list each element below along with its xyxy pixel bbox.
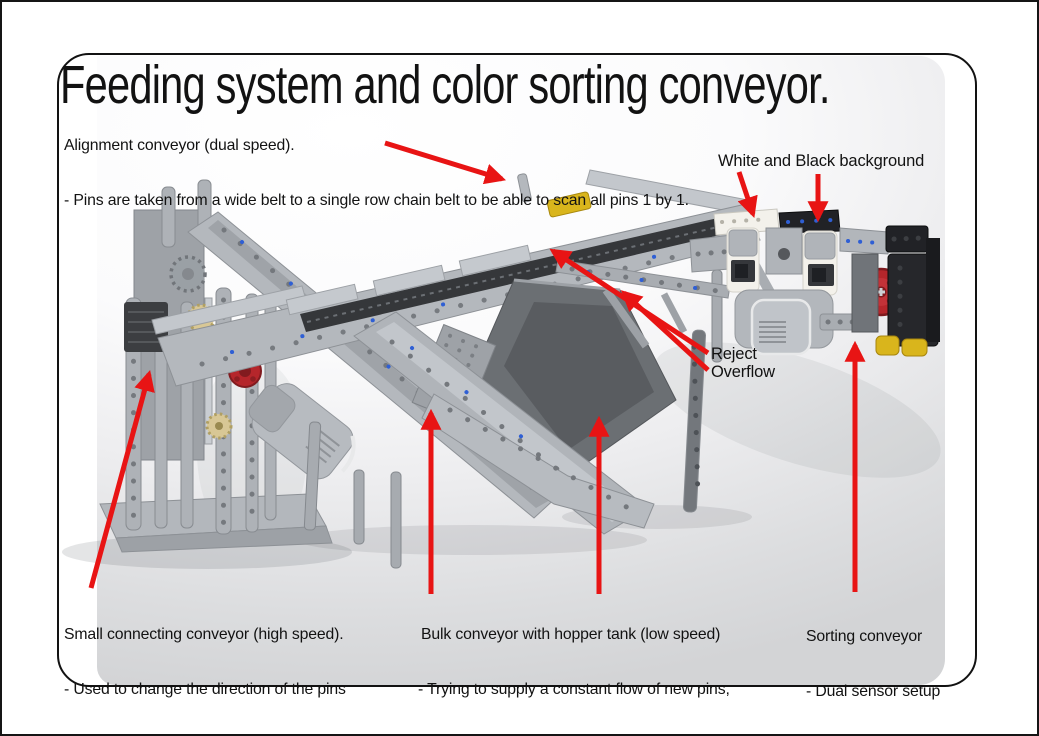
- annotation-reject: Reject: [711, 345, 757, 363]
- annotation-line: - Dual sensor setup: [806, 683, 941, 701]
- annotation-line: Alignment conveyor (dual speed).: [64, 136, 295, 154]
- annotation-bulk-conveyor: Bulk conveyor with hopper tank (low spee…: [418, 589, 730, 734]
- annotation-overflow: Overflow: [711, 363, 775, 381]
- page-title: Feeding system and color sorting conveyo…: [60, 55, 830, 115]
- annotation-line: - Trying to supply a constant flow of ne…: [418, 681, 730, 699]
- annotation-line: Bulk conveyor with hopper tank (low spee…: [421, 625, 721, 643]
- annotation-white-black-background: White and Black background: [718, 152, 925, 170]
- annotation-line: Small connecting conveyor (high speed).: [64, 625, 344, 643]
- annotation-sorting-conveyor: Sorting conveyor - Dual sensor setup for…: [806, 591, 941, 734]
- annotation-line: - Used to change the direction of the pi…: [64, 681, 346, 699]
- annotation-alignment-conveyor: Alignment conveyor (dual speed). - Pins …: [64, 100, 689, 247]
- annotation-small-connecting-conveyor: Small connecting conveyor (high speed). …: [64, 589, 346, 734]
- annotation-line: Sorting conveyor: [806, 627, 923, 645]
- annotation-line: - Pins are taken from a wide belt to a s…: [64, 192, 689, 210]
